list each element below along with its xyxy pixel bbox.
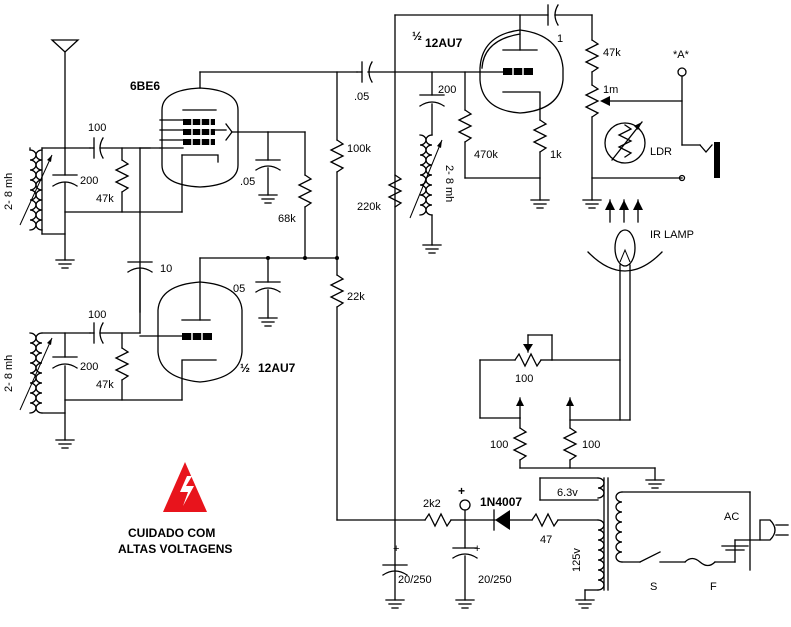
label-c200a: 200 <box>80 175 98 187</box>
tube-12au7-top <box>479 14 564 114</box>
label-cap1: 20/250 <box>398 574 432 586</box>
label-switch: S <box>650 581 657 593</box>
ground-icon <box>258 194 278 204</box>
label-c05b: .05 <box>354 91 369 103</box>
transformer-icon <box>597 477 623 591</box>
tube-12au7-bottom-half: ½ <box>240 361 250 375</box>
test-point-a <box>677 67 687 77</box>
label-pot1m: 1m <box>603 84 618 96</box>
label-plus: + <box>458 484 465 498</box>
label-c05c: .05 <box>230 283 245 295</box>
label-r47ka: 47k <box>96 193 114 205</box>
tube-12au7-bottom-label: 12AU7 <box>258 361 296 375</box>
svg-text:+: + <box>474 543 480 555</box>
ground-icon <box>455 599 475 609</box>
tube-12au7-bottom <box>139 257 243 401</box>
tube-6be6-label: 6BE6 <box>130 79 160 93</box>
ldr-icon <box>604 121 646 164</box>
label-c05a: .05 <box>240 176 255 188</box>
coil-bottom-left <box>19 332 53 414</box>
ground-icon <box>55 439 75 449</box>
tube-12au7-top-label: 12AU7 <box>425 36 463 50</box>
label-c100b: 100 <box>88 309 106 321</box>
label-coil-b: 2- 8 mh <box>443 165 455 202</box>
label-ldr: LDR <box>650 146 672 158</box>
label-r2k2: 2k2 <box>423 498 441 510</box>
label-cap2: 20/250 <box>478 574 512 586</box>
label-fuse: F <box>710 581 717 593</box>
label-r100a: 100 <box>490 439 508 451</box>
label-pin1: 1 <box>557 33 563 45</box>
label-125v: 125v <box>571 548 583 572</box>
label-r47: 47 <box>540 534 552 546</box>
tube-6be6 <box>159 71 269 213</box>
label-r68k: 68k <box>278 213 296 225</box>
label-c200b: 200 <box>438 84 456 96</box>
label-coil-a: 2- 8 mh <box>3 173 15 210</box>
label-ac: AC <box>724 511 739 523</box>
label-r1k: 1k <box>550 149 562 161</box>
ground-icon <box>645 479 665 489</box>
label-pot100: 100 <box>515 373 533 385</box>
ground-icon <box>575 599 595 609</box>
label-r47kc: 47k <box>96 379 114 391</box>
label-r100k: 100k <box>347 143 371 155</box>
ground-icon <box>258 317 278 327</box>
warning-line1: CUIDADO COM <box>128 526 215 540</box>
tube-12au7-top-half: ½ <box>412 29 422 43</box>
label-coil-c: 2- 8 mh <box>3 355 15 392</box>
label-c100a: 100 <box>88 122 106 134</box>
label-point-a: *A* <box>673 49 690 61</box>
label-ir-lamp: IR LAMP <box>650 229 694 241</box>
ir-lamp-icon <box>587 229 663 421</box>
high-voltage-warning-icon <box>163 462 207 512</box>
warning-line2: ALTAS VOLTAGENS <box>118 542 232 556</box>
ground-icon <box>55 259 75 269</box>
ground-icon <box>422 244 442 254</box>
ground-icon <box>385 599 405 609</box>
relay-contact <box>714 142 720 178</box>
ac-plug-icon <box>721 519 789 551</box>
label-r100b: 100 <box>582 439 600 451</box>
ground-icon <box>582 199 602 209</box>
label-r47kb: 47k <box>603 47 621 59</box>
label-r220k: 220k <box>357 201 381 213</box>
label-r470k: 470k <box>474 149 498 161</box>
label-r22k: 22k <box>347 291 365 303</box>
label-c200c: 200 <box>80 361 98 373</box>
antenna-icon <box>50 39 80 149</box>
diode-icon <box>493 509 510 531</box>
label-c10: 10 <box>160 263 172 275</box>
coil-top-left <box>19 147 53 235</box>
label-diode: 1N4007 <box>480 495 522 509</box>
svg-text:+: + <box>393 543 399 555</box>
ir-arrows-icon <box>605 199 643 223</box>
ground-icon <box>530 199 550 209</box>
label-6-3v: 6.3v <box>557 487 578 499</box>
